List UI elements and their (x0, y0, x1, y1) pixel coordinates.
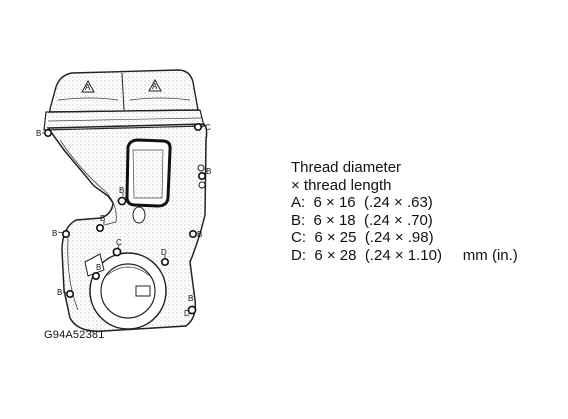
callout-b-right-mid: B (206, 167, 211, 176)
spec-row-size: 6 × 16 (313, 194, 356, 211)
leader-lines (42, 126, 203, 294)
callout-c-lower: C (116, 238, 122, 247)
callout-b-left: B (52, 229, 57, 238)
spec-row-inches: (.24 × 1.10) (364, 246, 442, 264)
bolt-left (61, 230, 70, 239)
triangle-mark-left-icon (81, 79, 95, 93)
spec-row-label: A: (291, 194, 306, 211)
spec-row-size: 6 × 28 (314, 246, 357, 264)
callout-b-right-low: B (197, 230, 202, 239)
spec-row-c: C: 6 × 25 (.24 × .98) (291, 229, 518, 247)
triangle-mark-right-icon (148, 78, 162, 92)
bolt-bottom-right (187, 305, 197, 315)
spec-row-label: D: (291, 246, 306, 264)
bolt-window (117, 196, 127, 206)
spec-row-size: 6 × 25 (314, 229, 357, 246)
callout-b-window: B (119, 186, 124, 195)
callout-b-inner: B (96, 263, 101, 272)
spec-row-label: B: (291, 211, 306, 229)
bolt-right-mid (198, 172, 207, 181)
bolt-lower-left (66, 289, 75, 298)
spec-title-line-1: Thread diameter (291, 159, 402, 176)
spec-row-size: 6 × 18 (313, 211, 356, 229)
bolts (43, 123, 207, 315)
spec-row-d: D: 6 × 28 (.24 × 1.10) mm (in.) (291, 247, 518, 265)
bolt-upper-left (43, 129, 52, 138)
upper-cover (49, 69, 199, 113)
spec-row-inches: (.24 × .98) (364, 229, 434, 246)
cover-mark-a-right: A (152, 82, 158, 91)
callout-b-lower-left: B (57, 288, 62, 297)
bolt-upper-right (194, 123, 203, 132)
callout-d-lower: D (161, 248, 167, 257)
oval-opening (132, 206, 146, 224)
lower-left-bracket (84, 253, 105, 277)
figure-code: G94A52381 (44, 329, 105, 341)
bolt-mid-left (96, 224, 105, 233)
side-hole-upper (197, 164, 205, 172)
callout-d-bottom-right: D (184, 309, 190, 318)
spec-row-inches: (.24 × .70) (364, 211, 433, 229)
callout-b-mid-left: B (100, 214, 105, 223)
spec-units: mm (in.) (462, 246, 518, 264)
spec-title-line-2: × thread length (291, 176, 392, 194)
spec-row-label: C: (291, 229, 306, 246)
bolt-right-low (189, 230, 198, 239)
callout-b-upper-left: B (36, 129, 41, 138)
callout-c-upper-right: C (205, 123, 211, 132)
crank-pulley (89, 252, 167, 330)
cover-mark-a-left: A (85, 83, 91, 92)
bolt-lower-d (161, 257, 170, 266)
bolt-inner (92, 271, 101, 280)
bolt-lower-c (112, 247, 122, 257)
spec-row-inches: (.24 × .63) (364, 194, 433, 211)
thread-spec-legend: Thread diameter × thread length A: 6 × 1… (291, 159, 518, 264)
callout-b-bottom-right: B (188, 294, 193, 303)
side-hole-lower (198, 181, 206, 189)
inspection-window (125, 138, 172, 208)
spec-row-b: B: 6 × 18 (.24 × .70) (291, 212, 518, 230)
spec-row-a: A: 6 × 16 (.24 × .63) (291, 194, 518, 212)
